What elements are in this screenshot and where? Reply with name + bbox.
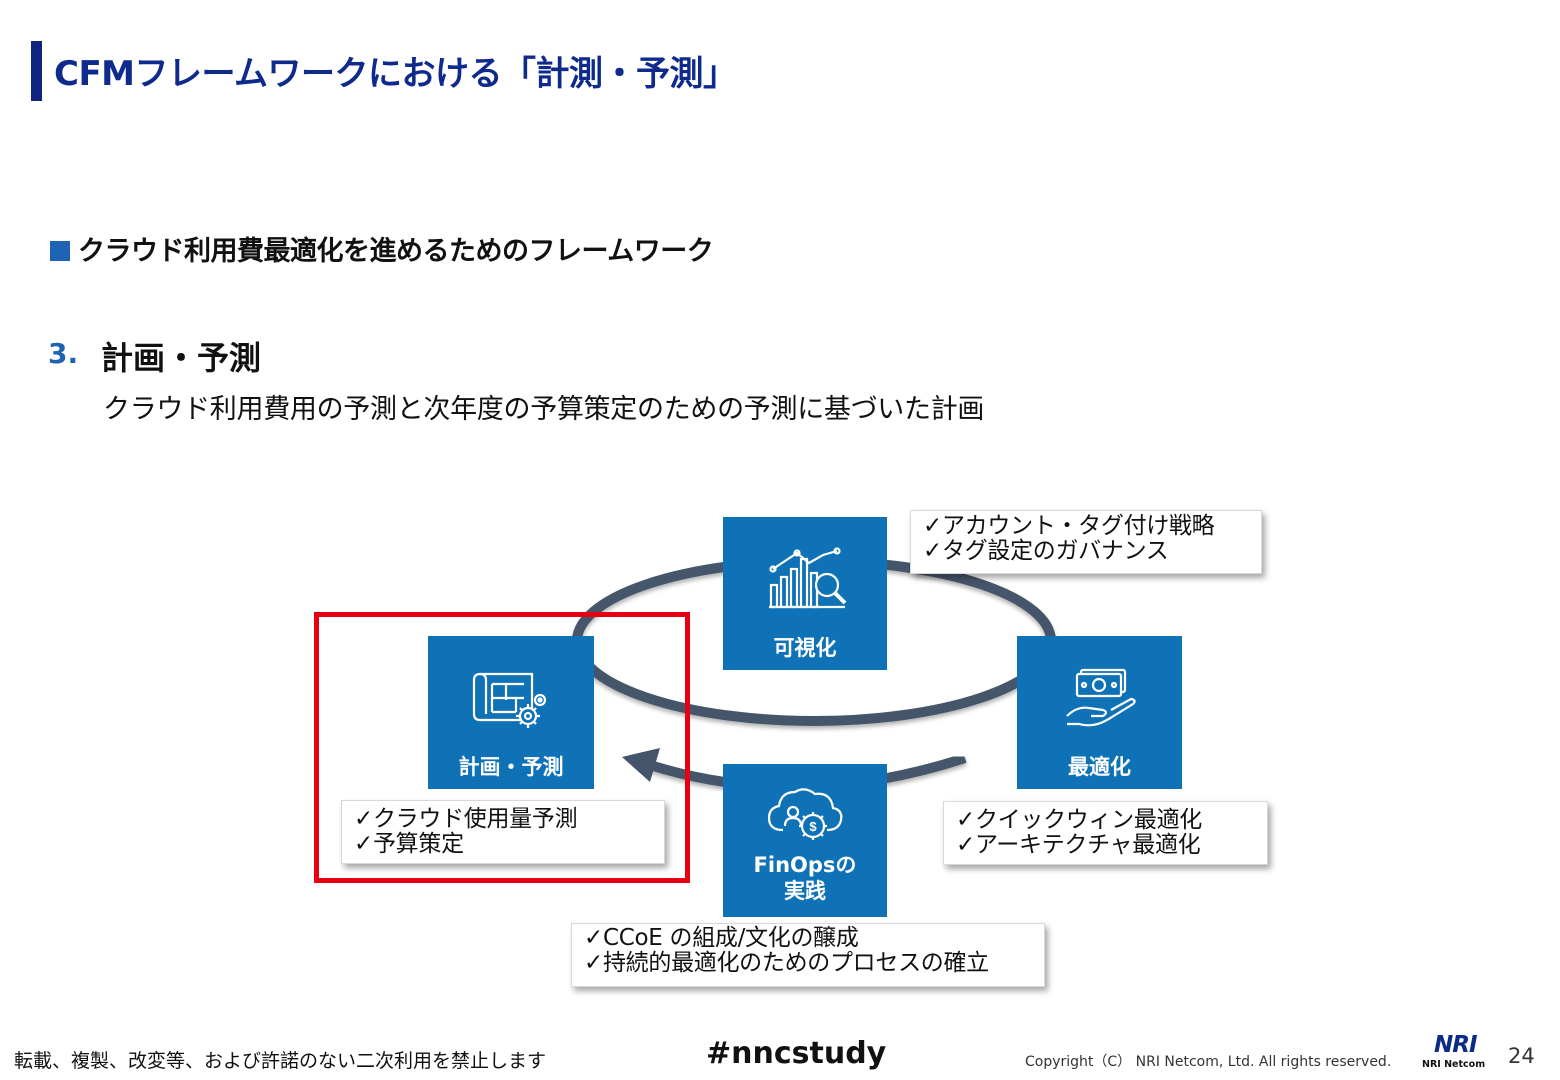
section-heading: クラウド利用費最適化を進めるためのフレームワーク — [50, 229, 714, 268]
visualize-note-item: ✓アカウント・タグ付け戦略 — [923, 513, 1215, 539]
svg-text:$: $ — [809, 819, 817, 834]
plan-note: ✓クラウド使用量予測 ✓予算策定 — [341, 800, 665, 864]
hand-money-icon — [1066, 668, 1136, 727]
item-number: 3. — [48, 337, 79, 370]
optimize-box: 最適化 — [1017, 636, 1182, 789]
visualize-note-item: ✓タグ設定のガバナンス — [923, 538, 1169, 564]
square-bullet-icon — [50, 241, 70, 261]
logo-sub-text: NRI Netcom — [1422, 1059, 1486, 1070]
page-title: CFMフレームワークにおける「計測・予測」 — [54, 54, 737, 94]
cloud-gear-dollar-icon: $ — [767, 788, 843, 840]
finops-note-item: ✓持続的最適化のためのプロセスの確立 — [584, 950, 989, 976]
footer-notice: 転載、複製、改変等、および許諾のない二次利用を禁止します — [14, 1050, 547, 1072]
nri-netcom-logo: NRI NRI Netcom — [1420, 1032, 1486, 1072]
optimize-note-item: ✓アーキテクチャ最適化 — [956, 832, 1201, 858]
finops-box: $ FinOpsの 実践 — [723, 764, 887, 917]
title-accent-bar — [31, 41, 42, 101]
footer-hashtag: #nncstudy — [706, 1036, 887, 1071]
visualize-label: 可視化 — [773, 636, 837, 660]
section-heading-text: クラウド利用費最適化を進めるためのフレームワーク — [78, 236, 714, 267]
finops-label-line2: 実践 — [784, 879, 826, 903]
visualize-box: 可視化 — [723, 517, 887, 670]
plan-note-item: ✓予算策定 — [354, 831, 464, 857]
page-number: 24 — [1508, 1044, 1535, 1068]
cycle-arrow-head — [622, 748, 660, 782]
optimize-note-item: ✓クイックウィン最適化 — [956, 807, 1202, 833]
item-heading: 計画・予測 — [101, 339, 262, 377]
finops-label-line1: FinOpsの — [753, 853, 857, 877]
plan-note-item: ✓クラウド使用量予測 — [354, 806, 578, 832]
footer-copyright: Copyright（C） NRI Netcom, Ltd. All rights… — [1025, 1054, 1392, 1070]
highlight-frame — [314, 612, 690, 883]
item-description: クラウド利用費用の予測と次年度の予算策定のための予測に基づいた計画 — [103, 394, 985, 425]
optimize-label: 最適化 — [1068, 755, 1131, 779]
logo-main-text: NRI — [1434, 1032, 1478, 1058]
visualize-note: ✓アカウント・タグ付け戦略 ✓タグ設定のガバナンス — [910, 510, 1262, 574]
finops-note: ✓CCoE の組成/文化の醸成 ✓持続的最適化のためのプロセスの確立 — [571, 923, 1045, 987]
finops-note-item: ✓CCoE の組成/文化の醸成 — [584, 925, 859, 951]
plan-box: 計画・予測 — [428, 636, 594, 789]
chart-magnifier-icon — [769, 547, 847, 609]
plan-label: 計画・予測 — [458, 755, 564, 779]
blueprint-gear-icon — [472, 672, 547, 728]
optimize-note: ✓クイックウィン最適化 ✓アーキテクチャ最適化 — [943, 801, 1268, 865]
